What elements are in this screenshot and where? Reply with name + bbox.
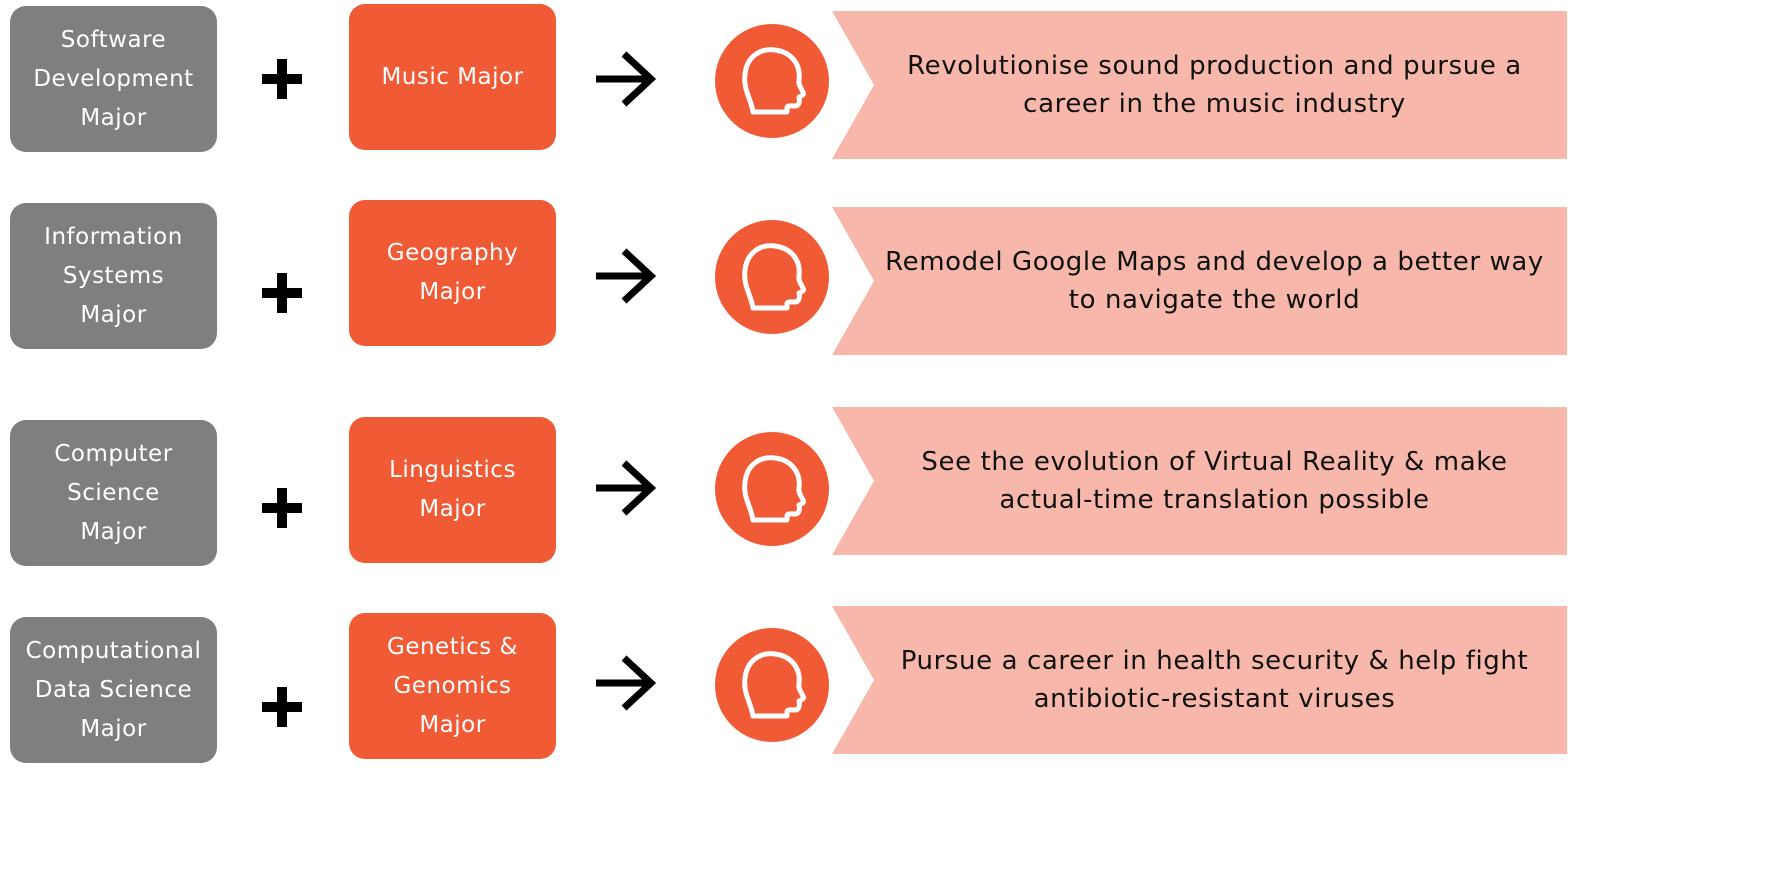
head-profile-icon [715, 220, 829, 334]
outcome-banner: Pursue a career in health security & hel… [832, 606, 1567, 754]
outcome-banner: Revolutionise sound production and pursu… [832, 11, 1567, 159]
computing-major-box: Information Systems Major [10, 203, 217, 349]
other-major-box: Linguistics Major [349, 417, 556, 563]
other-major-box: Genetics & Genomics Major [349, 613, 556, 759]
plus-icon [262, 273, 302, 313]
right-arrow-icon [596, 460, 656, 516]
right-arrow-icon [596, 51, 656, 107]
plus-icon [262, 687, 302, 727]
combination-row: Information Systems Major Geography Majo… [0, 200, 1783, 363]
banner-shape [832, 407, 1567, 555]
other-major-box: Music Major [349, 4, 556, 150]
computing-major-box: Software Development Major [10, 6, 217, 152]
head-profile-icon [715, 24, 829, 138]
computing-major-box: Computer Science Major [10, 420, 217, 566]
combination-row: Computational Data Science Major Genetic… [0, 606, 1783, 777]
outcome-text: See the evolution of Virtual Reality & m… [921, 447, 1508, 515]
combination-row: Software Development Major Music Major R… [0, 4, 1783, 166]
banner-shape [832, 606, 1567, 754]
outcome-text: Pursue a career in health security & hel… [900, 646, 1529, 714]
other-major-box: Geography Major [349, 200, 556, 346]
combination-row: Computer Science Major Linguistics Major… [0, 407, 1783, 580]
computing-major-box: Computational Data Science Major [10, 617, 217, 763]
head-profile-icon [715, 432, 829, 546]
banner-shape [832, 207, 1567, 355]
outcome-text: Revolutionise sound production and pursu… [907, 51, 1522, 119]
plus-icon [262, 59, 302, 99]
right-arrow-icon [596, 655, 656, 711]
right-arrow-icon [596, 248, 656, 304]
outcome-banner: See the evolution of Virtual Reality & m… [832, 407, 1567, 555]
banner-shape [832, 11, 1567, 159]
outcome-banner: Remodel Google Maps and develop a better… [832, 207, 1567, 355]
outcome-text: Remodel Google Maps and develop a better… [885, 247, 1544, 315]
head-profile-icon [715, 628, 829, 742]
plus-icon [262, 488, 302, 528]
